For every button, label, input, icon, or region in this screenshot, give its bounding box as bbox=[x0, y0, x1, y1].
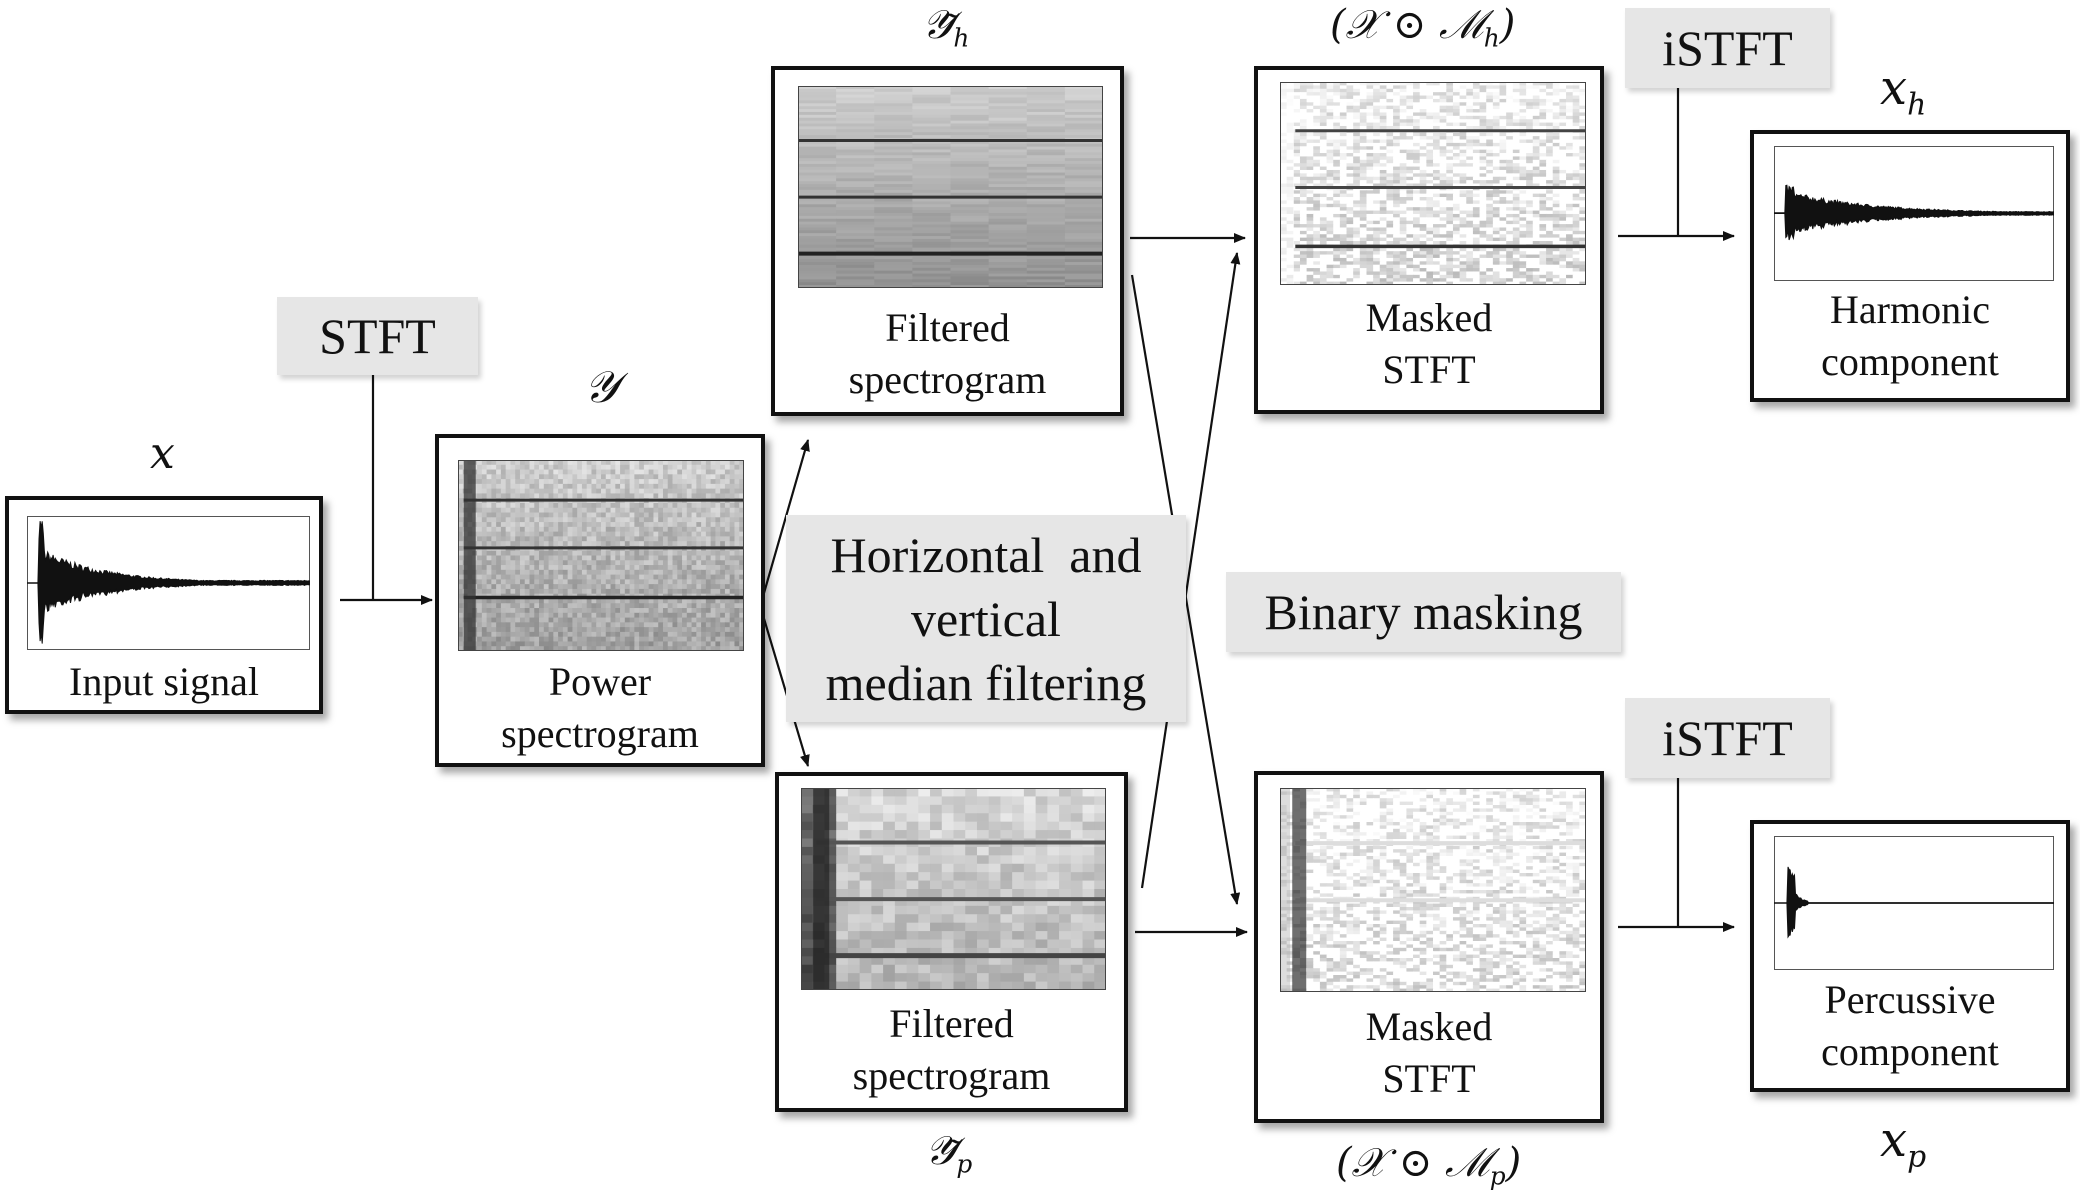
symbol-y: 𝒴 bbox=[584, 362, 619, 413]
symbol-x-h: xh bbox=[1880, 60, 1927, 123]
filtered-spectrogram-p-box: Filtered spectrogram bbox=[775, 772, 1128, 1112]
symbol-mask-p: (𝒳 ⊙ ℳp) bbox=[1336, 1140, 1522, 1191]
arrow-power-to-filtered-p bbox=[760, 611, 810, 767]
median-filtering-tag: Horizontal and vertical median filtering bbox=[786, 515, 1186, 722]
symbol-y-h: 𝒴̃h bbox=[922, 2, 970, 53]
power-spectrogram-plot bbox=[458, 460, 744, 651]
median-filtering-line-1: Horizontal and bbox=[830, 526, 1142, 583]
symbol-y-p: 𝒴̃p bbox=[925, 1128, 973, 1179]
power-caption: Power spectrogram bbox=[501, 659, 699, 756]
median-filtering-line-2: vertical bbox=[911, 590, 1061, 647]
istft-top-tag: iSTFT bbox=[1625, 8, 1830, 88]
masked-h-caption: Masked STFT bbox=[1365, 295, 1493, 392]
symbol-x: x bbox=[150, 428, 175, 479]
filtered-p-caption: Filtered spectrogram bbox=[852, 1001, 1051, 1098]
masked-stft-h-box: Masked STFT bbox=[1254, 66, 1604, 414]
filtered-p-plot bbox=[801, 788, 1106, 990]
percussive-component-box: Percussive component bbox=[1750, 820, 2070, 1092]
percussive-waveform bbox=[1774, 866, 2054, 939]
masked-h-plot bbox=[1280, 82, 1586, 285]
symbol-mask-h: (𝒳 ⊙ ℳh) bbox=[1330, 2, 1516, 53]
median-filtering-line-3: median filtering bbox=[825, 654, 1147, 711]
binary-masking-label: Binary masking bbox=[1264, 584, 1583, 640]
input-caption: Input signal bbox=[69, 659, 259, 704]
percussive-caption: Percussive component bbox=[1821, 977, 1999, 1074]
istft-bottom-tag: iSTFT bbox=[1625, 698, 1830, 778]
input-signal-box: Input signal bbox=[5, 496, 323, 714]
masked-p-plot bbox=[1280, 788, 1586, 992]
symbol-x-p: xp bbox=[1880, 1112, 1927, 1175]
harmonic-waveform bbox=[1774, 184, 2054, 241]
arrow-cross-p-to-h bbox=[1140, 252, 1241, 889]
arrow-power-to-filtered-h bbox=[760, 439, 810, 601]
filtered-spectrogram-h-box: Filtered spectrogram bbox=[771, 66, 1124, 416]
istft-bottom-label: iSTFT bbox=[1662, 710, 1793, 766]
percussive-waveform-plot bbox=[1774, 836, 2054, 970]
input-waveform-plot bbox=[27, 516, 310, 650]
binary-masking-tag: Binary masking bbox=[1226, 572, 1621, 652]
stft-label: STFT bbox=[319, 308, 436, 364]
masked-p-caption: Masked STFT bbox=[1365, 1004, 1493, 1101]
harmonic-caption: Harmonic component bbox=[1821, 287, 1999, 384]
istft-top-label: iSTFT bbox=[1662, 20, 1793, 76]
power-spectrogram-box: Power spectrogram bbox=[435, 434, 765, 767]
harmonic-component-box: Harmonic component bbox=[1750, 130, 2070, 402]
filtered-h-plot bbox=[798, 86, 1103, 288]
masked-stft-p-box: Masked STFT bbox=[1254, 771, 1604, 1123]
stft-tag: STFT bbox=[277, 297, 478, 375]
filtered-h-caption: Filtered spectrogram bbox=[848, 305, 1047, 402]
input-waveform bbox=[27, 521, 310, 644]
harmonic-waveform-plot bbox=[1774, 146, 2054, 281]
